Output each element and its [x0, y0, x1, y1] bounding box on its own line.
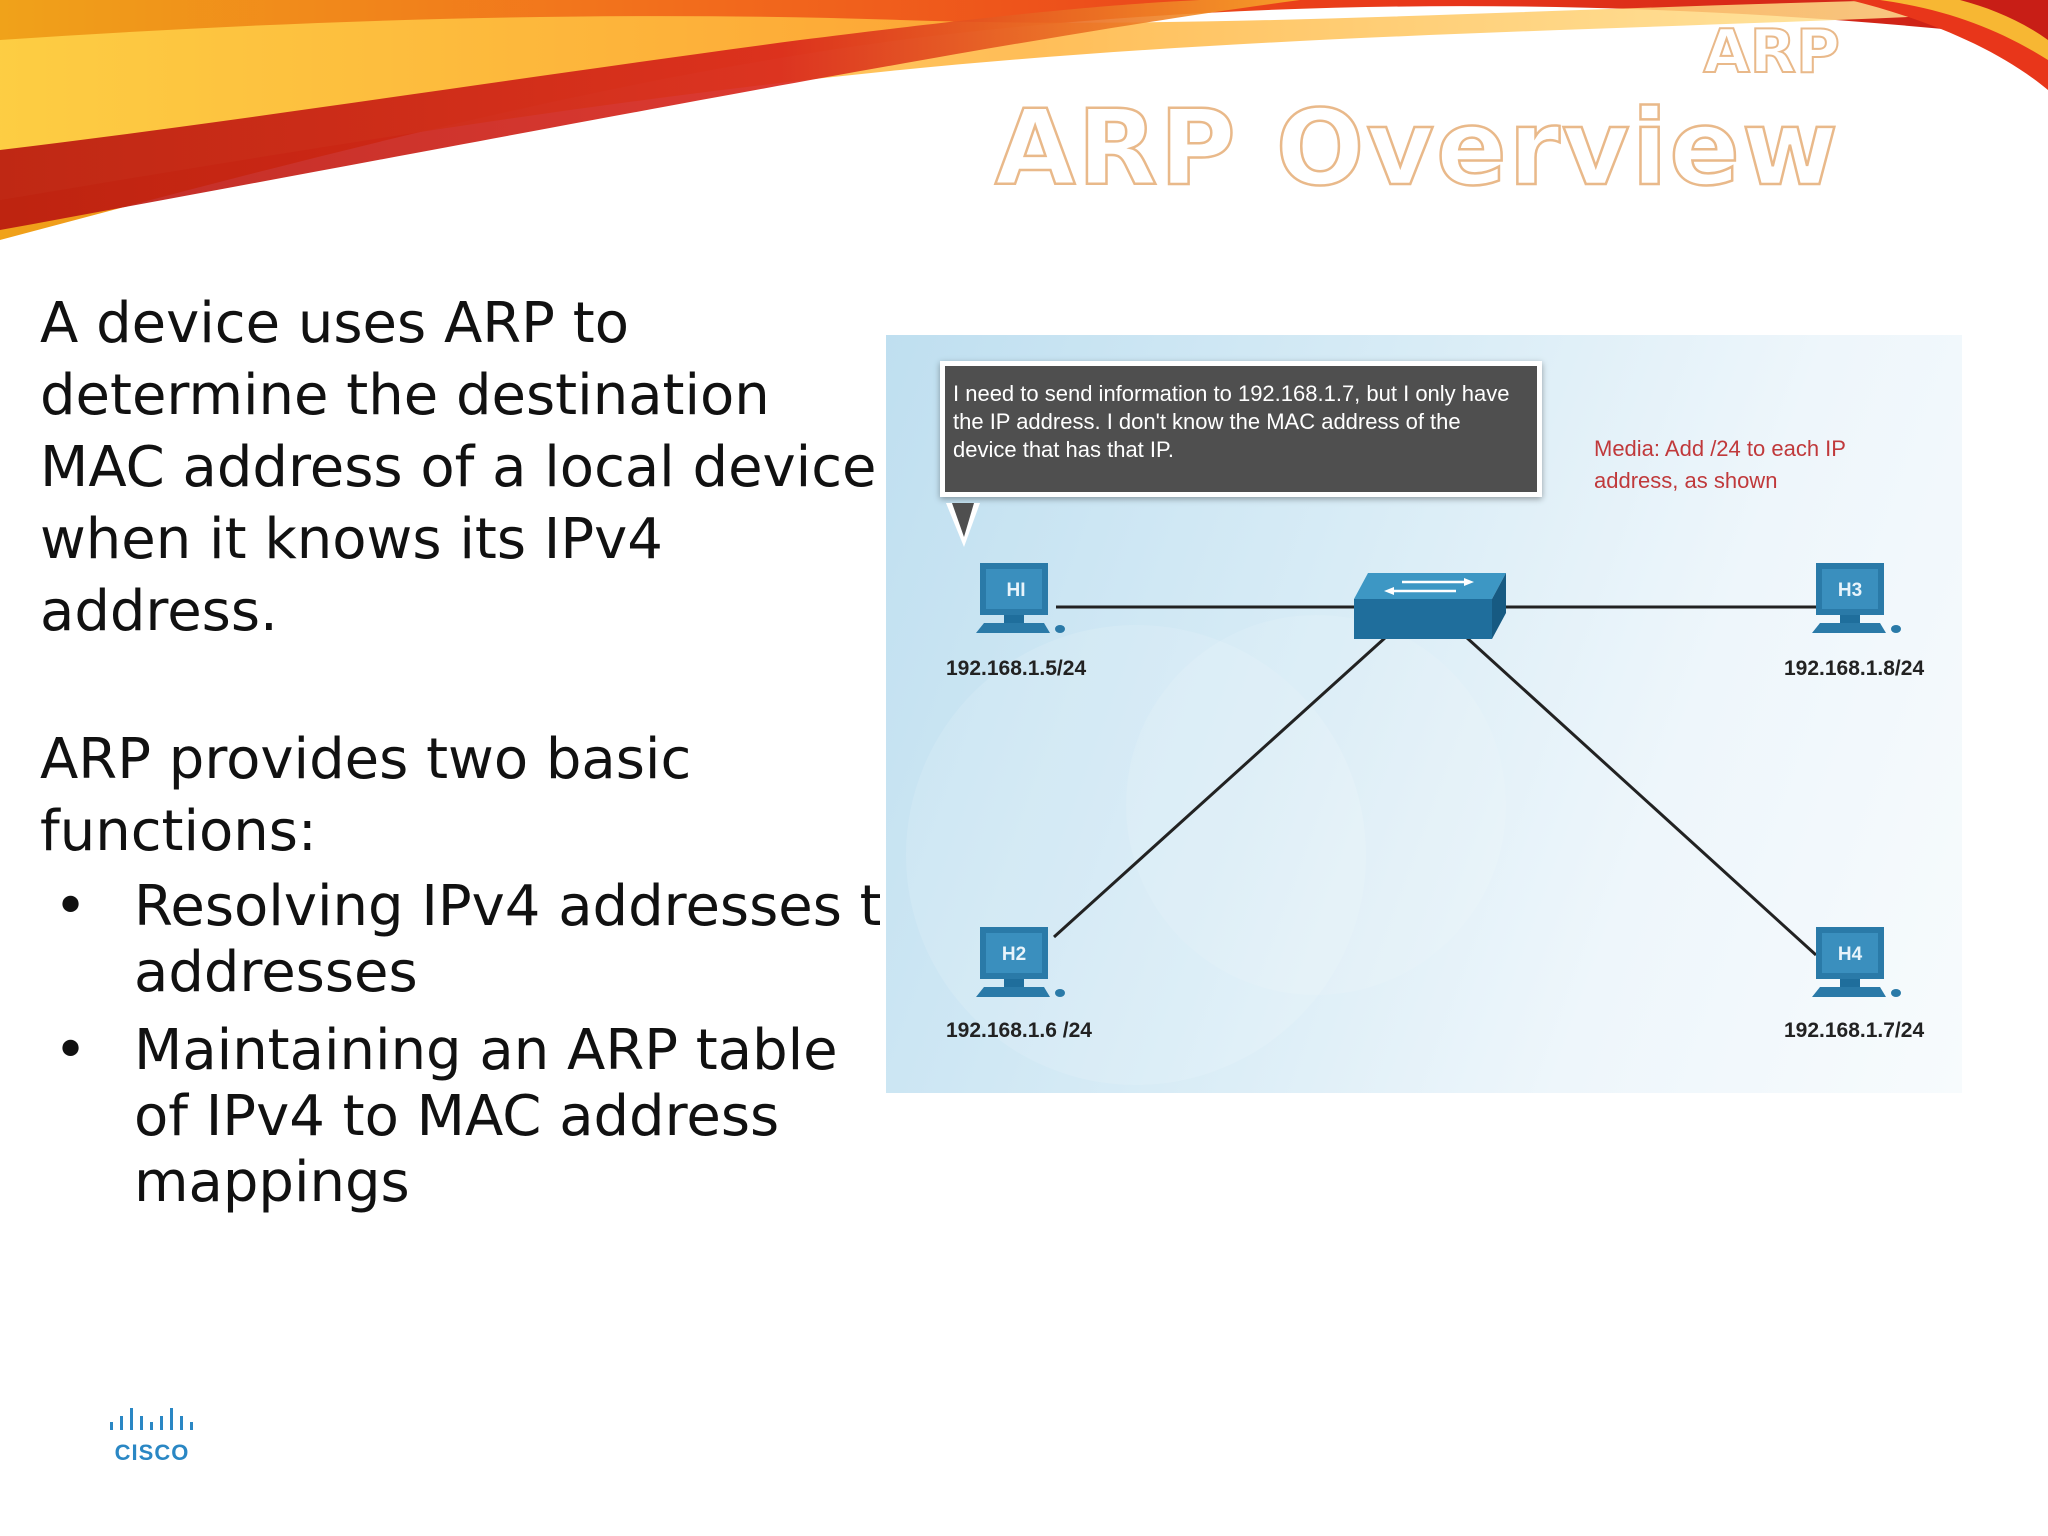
computer-icon [1812, 563, 1901, 633]
ip-address-h2: 192.168.1.6 /24 [946, 1019, 1092, 1042]
callout-tail [946, 503, 980, 547]
ip-address-h4: 192.168.1.7/24 [1784, 1019, 1925, 1042]
cisco-logo: CISCO [108, 1406, 196, 1466]
link-switch-h4 [1464, 635, 1818, 957]
paragraph-arp-functions: ARP provides two basic functions: [40, 727, 692, 864]
paragraph-arp-purpose: A device uses ARP to determine the desti… [40, 291, 877, 644]
link-switch-h2 [1052, 635, 1388, 939]
cisco-wordmark: CISCO [114, 1440, 190, 1465]
section-label: ARP [1702, 17, 1841, 87]
list-item: • Resolving IPv4 addresses to MAC addres… [40, 874, 880, 1006]
switch-icon [1354, 573, 1506, 639]
callout-bubble: I need to send information to 192.168.1.… [940, 361, 1542, 497]
host-label-h1: HI [1007, 580, 1026, 601]
bullet-text: Resolving IPv4 addresses to MAC addresse… [134, 874, 880, 1005]
network-diagram: HI H2 H3 H4 I need to send information t… [886, 335, 1962, 1093]
host-label-h3: H3 [1838, 580, 1862, 601]
host-label-h4: H4 [1838, 944, 1863, 965]
host-label-h2: H2 [1002, 944, 1026, 965]
bullet-marker: • [54, 1018, 88, 1083]
cisco-bars-icon [110, 1408, 193, 1430]
media-note: Media: Add /24 to each IP address, as sh… [1594, 436, 1846, 493]
text-column: A device uses ARP to determine the desti… [40, 288, 880, 1268]
bullet-list: • Resolving IPv4 addresses to MAC addres… [40, 874, 880, 1216]
bullet-text: Maintaining an ARP table of IPv4 to MAC … [134, 1018, 838, 1215]
ip-address-h1: 192.168.1.5/24 [946, 657, 1087, 680]
computer-icon [1812, 927, 1901, 997]
computer-icon [976, 927, 1065, 997]
computer-icon [976, 563, 1065, 633]
list-item: • Maintaining an ARP table of IPv4 to MA… [40, 1018, 880, 1216]
ip-address-h3: 192.168.1.8/24 [1784, 657, 1925, 680]
bullet-marker: • [54, 874, 88, 939]
slide-title: ARP Overview [994, 87, 1840, 209]
diagram-canvas: HI H2 H3 H4 [906, 563, 1901, 1085]
header-banner [0, 0, 2048, 240]
